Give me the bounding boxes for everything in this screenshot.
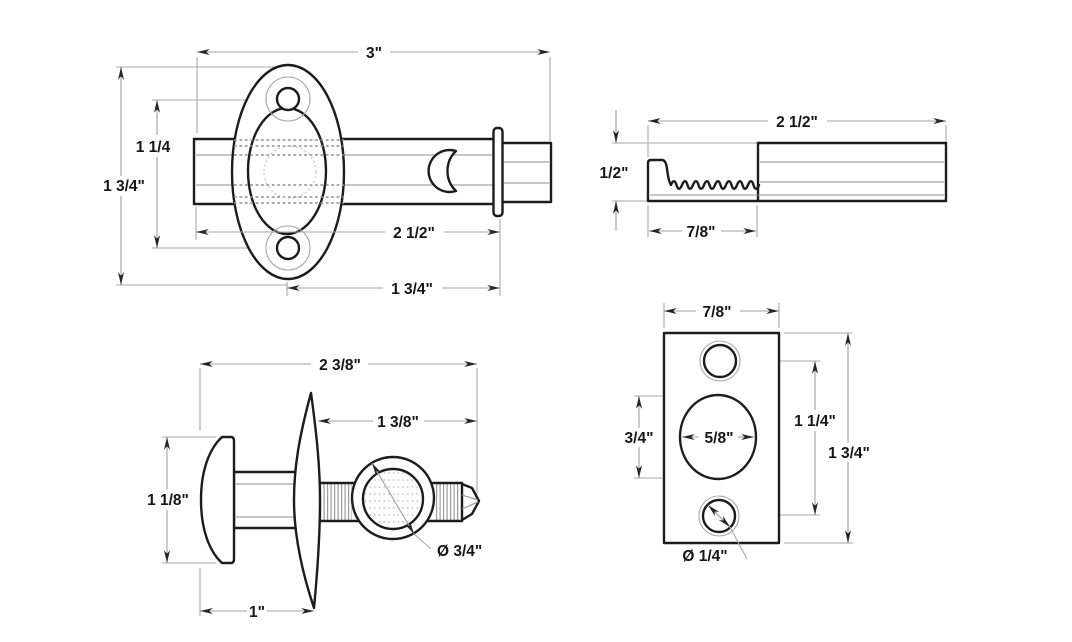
view-bolt-side: 2 1/2" 1/2" 7/8" bbox=[600, 110, 948, 241]
rose-disc bbox=[292, 391, 322, 610]
dim-thumbturn-overall-length: 2 3/8" bbox=[319, 357, 361, 374]
dim-front-screw-spacing: 1 1/4 bbox=[136, 139, 171, 156]
dim-strike-hole-diameter: 5/8" bbox=[705, 430, 734, 447]
dim-thumbturn-knob-depth: 1" bbox=[249, 604, 265, 621]
dim-thumbturn-collar-diameter: Ø 3/4" bbox=[437, 543, 482, 560]
dim-strike-screw-hole-diameter: Ø 1/4" bbox=[682, 548, 727, 565]
screw-hole-bottom bbox=[275, 235, 301, 261]
rack-teeth-profile bbox=[646, 158, 761, 203]
spindle-tip bbox=[460, 482, 481, 522]
screw-hole-top bbox=[275, 86, 301, 112]
dim-front-overall-width: 3" bbox=[366, 45, 382, 62]
dim-strike-screw-spacing: 1 1/4" bbox=[794, 413, 836, 430]
view-strike-plate: 7/8" 1 3/4" 1 1/4" 3/4" 5/8" Ø 1/4" bbox=[625, 303, 870, 565]
view-thumbturn: 2 3/8" 1 3/8" 1 1/8" 1" Ø 3/4" bbox=[147, 357, 482, 621]
dim-side-length: 2 1/2" bbox=[776, 114, 818, 131]
dim-strike-hole-height: 3/4" bbox=[625, 430, 654, 447]
strike-screw-hole-top bbox=[702, 343, 738, 379]
dim-strike-width: 7/8" bbox=[703, 304, 732, 321]
view-bolt-front: 3" 1 3/4" 1 1/4 2 1/2" 1 3/4" bbox=[103, 45, 553, 298]
dim-front-bolt-length: 2 1/2" bbox=[393, 225, 435, 242]
dim-side-height: 1/2" bbox=[600, 165, 629, 182]
dim-side-rack-length: 7/8" bbox=[687, 224, 716, 241]
dim-thumbturn-knob-height: 1 1/8" bbox=[147, 492, 189, 509]
dim-thumbturn-spindle-length: 1 3/8" bbox=[377, 414, 419, 431]
dim-strike-height: 1 3/4" bbox=[828, 445, 870, 462]
thumbturn-knob bbox=[199, 435, 236, 565]
dim-front-backset: 1 3/4" bbox=[391, 281, 433, 298]
crescent-detail bbox=[427, 148, 458, 194]
strike-bolt-hole bbox=[678, 393, 758, 481]
dim-front-overall-height: 1 3/4" bbox=[103, 178, 145, 195]
